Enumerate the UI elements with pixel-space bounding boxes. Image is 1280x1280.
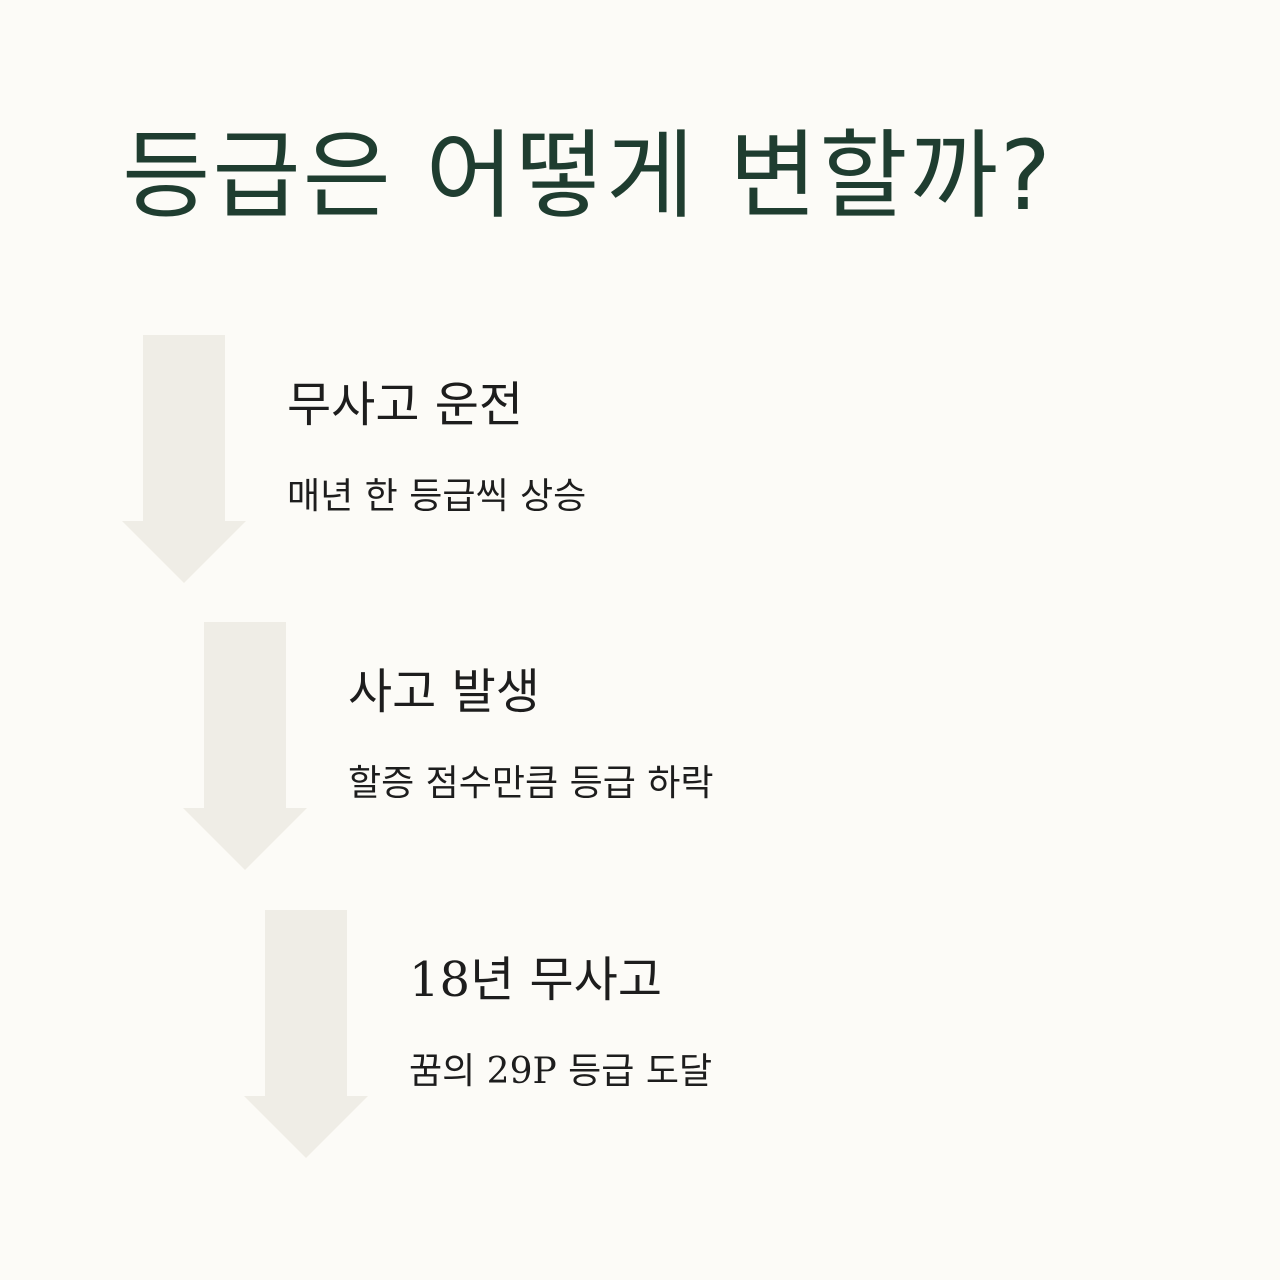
step-18-years: 18년 무사고 꿈의 29P 등급 도달 (244, 910, 1224, 1160)
down-arrow-icon (122, 335, 246, 583)
page-title: 등급은 어떻게 변할까? (122, 120, 1053, 232)
step-description: 매년 한 등급씩 상승 (287, 476, 587, 517)
step-description: 꿈의 29P 등급 도달 (409, 1051, 713, 1092)
down-arrow-icon (244, 910, 368, 1158)
step-accident: 사고 발생 할증 점수만큼 등급 하락 (183, 622, 1163, 872)
step-heading: 18년 무사고 (409, 952, 662, 1008)
step-no-accident: 무사고 운전 매년 한 등급씩 상승 (122, 335, 1102, 585)
step-heading: 무사고 운전 (287, 377, 524, 433)
down-arrow-icon (183, 622, 307, 870)
step-description: 할증 점수만큼 등급 하락 (348, 763, 714, 804)
step-heading: 사고 발생 (348, 664, 540, 720)
